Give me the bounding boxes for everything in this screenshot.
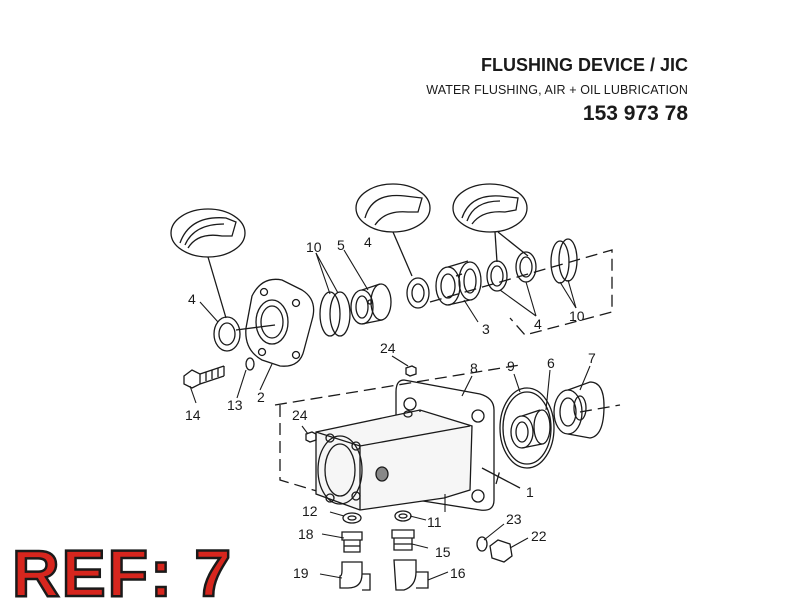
callout-12: 12 (302, 503, 318, 519)
callout-5: 5 (337, 237, 345, 253)
callout-18: 18 (298, 526, 314, 542)
callout-3: 3 (482, 321, 490, 337)
callout-7: 7 (588, 350, 596, 366)
part-seal-left (213, 316, 241, 352)
callout-11: 11 (427, 514, 442, 530)
callout-9: 9 (507, 358, 515, 374)
diagram-title: FLUSHING DEVICE / JIC (480, 55, 688, 75)
part-washer-23 (476, 536, 488, 552)
leader-lines (189, 249, 591, 581)
callout-14: 14 (185, 407, 201, 423)
seal-detail-bubble-right (452, 183, 529, 263)
part-seals-right (486, 251, 537, 292)
callout-22: 22 (531, 528, 547, 544)
part-orings-left (319, 291, 351, 337)
callout-13: 13 (227, 397, 243, 413)
part-cover (553, 381, 605, 439)
callout-19: 19 (293, 565, 309, 581)
callout-10-right: 10 (569, 308, 585, 324)
callout-23: 23 (506, 511, 522, 527)
part-plug-left (305, 431, 317, 443)
ref-stamp: REF: 7 (11, 536, 234, 610)
callout-15: 15 (435, 544, 451, 560)
callout-6: 6 (547, 355, 555, 371)
part-bush (435, 260, 482, 306)
callout-4-left: 4 (188, 291, 196, 307)
part-elbow-16 (393, 559, 429, 591)
callout-24-left: 24 (292, 407, 308, 423)
part-washer-12 (342, 512, 362, 524)
part-housing (315, 409, 521, 511)
part-ring (510, 409, 551, 449)
callout-labels: 1 2 3 4 4 4 5 6 7 8 9 10 10 11 12 13 14 … (185, 234, 596, 581)
part-washer-11 (394, 510, 412, 522)
part-seal-middle (406, 277, 430, 309)
dashed-outline-main (274, 364, 621, 499)
part-sleeve (350, 283, 392, 325)
part-flange (235, 278, 315, 367)
seal-detail-bubble-middle (355, 183, 431, 277)
callout-16: 16 (450, 565, 466, 581)
diagram-subtitle: WATER FLUSHING, AIR + OIL LUBRICATION (426, 83, 688, 97)
callout-10-left: 10 (306, 239, 322, 255)
part-number: 153 973 78 (582, 102, 688, 125)
part-elbow-19 (339, 561, 371, 591)
callout-4-right: 4 (534, 316, 542, 332)
callout-2: 2 (257, 389, 265, 405)
part-bolt (183, 365, 225, 389)
part-washer-small (245, 357, 255, 371)
part-adapter-18 (341, 531, 363, 553)
callout-1: 1 (526, 484, 534, 500)
callout-4-middle: 4 (364, 234, 372, 250)
callout-24-top: 24 (380, 340, 396, 356)
part-adapter-15 (391, 529, 415, 551)
part-plug-top (405, 365, 417, 377)
part-disc (499, 387, 555, 469)
seal-detail-bubble-left (170, 208, 246, 319)
callout-8: 8 (470, 360, 478, 376)
part-plug-22 (489, 539, 513, 563)
